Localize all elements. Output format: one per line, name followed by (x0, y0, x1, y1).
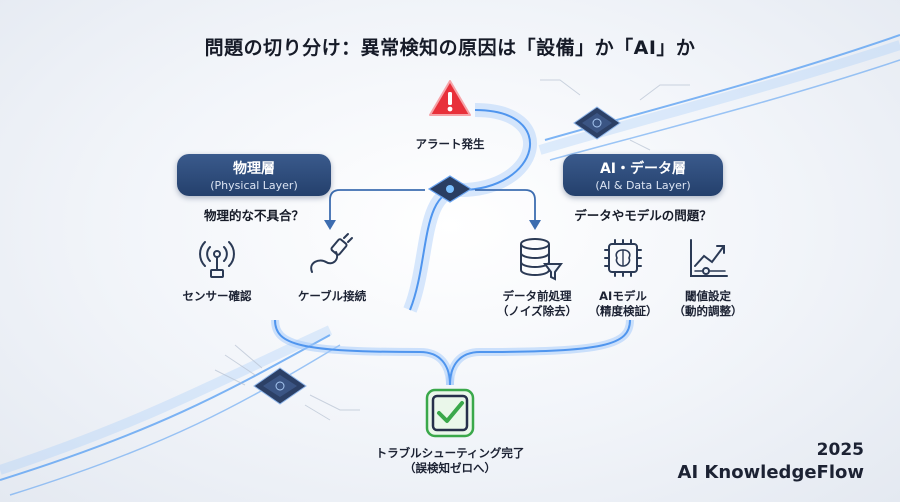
chip-icon (253, 367, 307, 405)
ai-layer-title: AI・データ層 (599, 161, 687, 177)
physical-layer-title: 物理層 (233, 161, 275, 177)
threshold-chart-icon (686, 236, 730, 280)
alert-label: アラート発生 (415, 137, 485, 151)
database-filter-icon (517, 236, 565, 282)
ai-layer-badge: AI・データ層 (AI & Data Layer) (563, 154, 723, 196)
ai-layer-subtitle: (AI & Data Layer) (595, 179, 691, 192)
data-preprocessing-label: データ前処理 （ノイズ除去） (480, 289, 594, 319)
completion-title: トラブルシューティング完了 (375, 446, 525, 460)
physical-question: 物理的な不具合？ (203, 208, 304, 223)
sensor-check-label: センサー確認 (182, 289, 252, 303)
junction-node-icon (427, 175, 473, 203)
threshold-setting-label: 閾値設定 （動的調整） (651, 289, 765, 319)
checkmark-box-icon (424, 387, 476, 439)
physical-layer-subtitle: (Physical Layer) (210, 179, 298, 192)
data-preprocessing-title: データ前処理 (502, 289, 572, 303)
threshold-setting-title: 閾値設定 (685, 289, 731, 303)
completion-sub: （誤検知ゼロへ） (404, 461, 496, 475)
ai-model-sub: （精度検証） (588, 304, 658, 318)
physical-layer-badge: 物理層 (Physical Layer) (177, 154, 331, 196)
completion-label: トラブルシューティング完了 （誤検知ゼロへ） (355, 446, 545, 476)
chip-icon (573, 106, 621, 140)
ai-model-label: AIモデル （精度検証） (566, 289, 680, 319)
ai-chip-brain-icon (601, 236, 645, 280)
ai-question: データやモデルの問題？ (574, 208, 712, 223)
page-title: 問題の切り分け：異常検知の原因は「設備」か「AI」か (204, 37, 696, 59)
brand-name: AI KnowledgeFlow (677, 462, 864, 483)
data-preprocessing-sub: （ノイズ除去） (496, 304, 578, 318)
cable-connection-label: ケーブル接続 (297, 289, 367, 303)
ai-model-title: AIモデル (599, 289, 647, 303)
sensor-antenna-icon (197, 238, 237, 280)
cable-plug-icon (306, 232, 356, 280)
warning-triangle-icon (428, 78, 472, 118)
brand-year: 2025 (816, 440, 864, 460)
threshold-setting-sub: （動的調整） (673, 304, 743, 318)
